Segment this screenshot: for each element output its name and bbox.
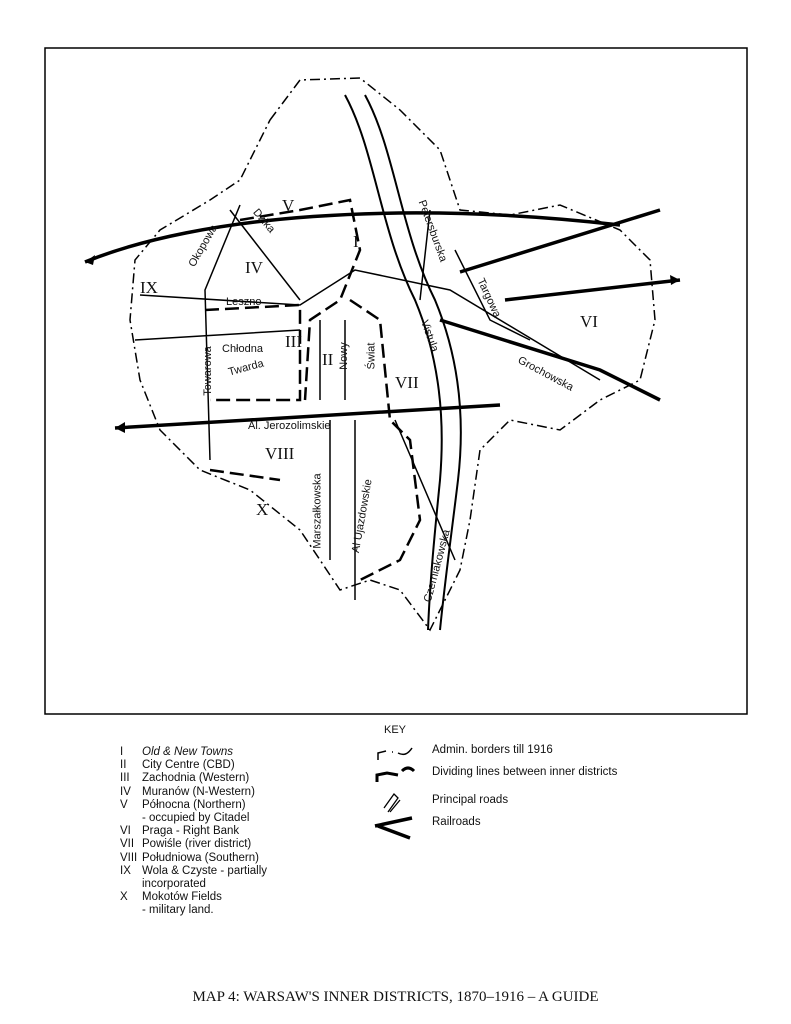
legend-numeral: IV xyxy=(120,785,131,798)
legend-item: X Mokotów Fields xyxy=(120,891,267,904)
street-label: Chłodna xyxy=(222,343,263,355)
district-label: I xyxy=(353,232,359,251)
legend-item: VII Powiśle (river district) xyxy=(120,838,267,851)
district-label: V xyxy=(282,196,295,215)
legend-numeral xyxy=(120,904,142,917)
railroads xyxy=(84,208,681,430)
principal-roads xyxy=(134,204,601,600)
map-caption: MAP 4: WARSAW'S INNER DISTRICTS, 1870–19… xyxy=(192,989,599,1005)
map-frame xyxy=(44,47,748,715)
legend-item: - occupied by Citadel xyxy=(120,812,267,825)
railroad-symbol xyxy=(374,816,413,840)
legend-text: Zachodnia (Western) xyxy=(142,772,250,785)
vistula-river xyxy=(344,94,443,631)
legend-numeral: II xyxy=(120,759,127,772)
district-label: IX xyxy=(140,278,158,297)
legend-item: IX Wola & Czyste - partially xyxy=(120,865,267,878)
vistula-river-bank xyxy=(364,94,462,631)
legend-item: V Północna (Northern) xyxy=(120,799,267,812)
arrow-icon xyxy=(85,255,95,265)
district-label: II xyxy=(322,350,334,369)
legend-text: Wola & Czyste - partially xyxy=(142,864,268,877)
key-item-principal-roads: Principal roads xyxy=(432,794,509,806)
legend-numeral: IX xyxy=(120,864,131,877)
street-label: Towarowa xyxy=(201,346,214,396)
district-label: VI xyxy=(580,312,598,331)
legend-text: - occupied by Citadel xyxy=(142,812,250,825)
legend-numeral: VIII xyxy=(120,851,138,864)
key-item-admin-borders: Admin. borders till 1916 xyxy=(432,744,553,756)
legend-text: Północna (Northern) xyxy=(142,798,246,811)
street-label: Nowy xyxy=(337,342,350,370)
key-item-railroads: Railroads xyxy=(432,816,481,828)
legend-text: Praga - Right Bank xyxy=(142,825,240,838)
dividing-line-symbol xyxy=(375,766,416,782)
street-label: Leszno xyxy=(226,296,262,308)
admin-border xyxy=(129,77,656,632)
legend-item: VI Praga - Right Bank xyxy=(120,825,267,838)
district-label: IV xyxy=(245,258,263,277)
legend-text: City Centre (CBD) xyxy=(142,759,235,772)
district-label: VIII xyxy=(265,444,295,463)
arrow-icon xyxy=(115,422,125,433)
arrow-icon xyxy=(670,275,680,285)
legend-item: incorporated xyxy=(120,878,267,891)
street-label: Al. Jerozolimskie xyxy=(248,420,331,432)
key-title: KEY xyxy=(384,724,407,736)
key-item-dividing-lines: Dividing lines between inner districts xyxy=(432,766,618,778)
legend-item: VIII Południowa (Southern) xyxy=(120,852,267,865)
street-label: Świat xyxy=(365,342,378,370)
legend-text: Mokotów Fields xyxy=(142,891,222,904)
legend-item: III Zachodnia (Western) xyxy=(120,772,267,785)
legend-numeral: VI xyxy=(120,825,131,838)
key-symbols xyxy=(374,747,416,840)
dividing-lines xyxy=(204,198,422,582)
district-label: VII xyxy=(395,373,419,392)
district-label: X xyxy=(256,500,269,519)
legend-text: Muranów (N-Western) xyxy=(142,785,255,798)
admin-border-symbol xyxy=(377,747,413,760)
legend-numeral: V xyxy=(120,798,128,811)
legend-item: - military land. xyxy=(120,904,267,917)
legend-numeral: VII xyxy=(120,838,135,851)
legend-numeral xyxy=(120,878,142,891)
legend-numeral: I xyxy=(120,746,124,758)
legend-numeral: X xyxy=(120,891,128,904)
legend-text: Południowa (Southern) xyxy=(142,851,259,864)
legend-item: II City Centre (CBD) xyxy=(120,759,267,772)
legend-item: IV Muranów (N-Western) xyxy=(120,786,267,799)
legend-text: Powiśle (river district) xyxy=(142,838,252,851)
legend-numeral: III xyxy=(120,772,130,785)
legend-item: I Old & New Towns xyxy=(120,746,267,759)
legend-text: - military land. xyxy=(142,904,214,917)
street-label: Marszałkowska xyxy=(311,473,324,549)
legend-numeral xyxy=(120,812,142,825)
legend-text: incorporated xyxy=(142,878,206,891)
principal-road-symbol xyxy=(383,792,401,813)
district-label: III xyxy=(285,332,302,351)
legend-text: Old & New Towns xyxy=(142,746,233,758)
